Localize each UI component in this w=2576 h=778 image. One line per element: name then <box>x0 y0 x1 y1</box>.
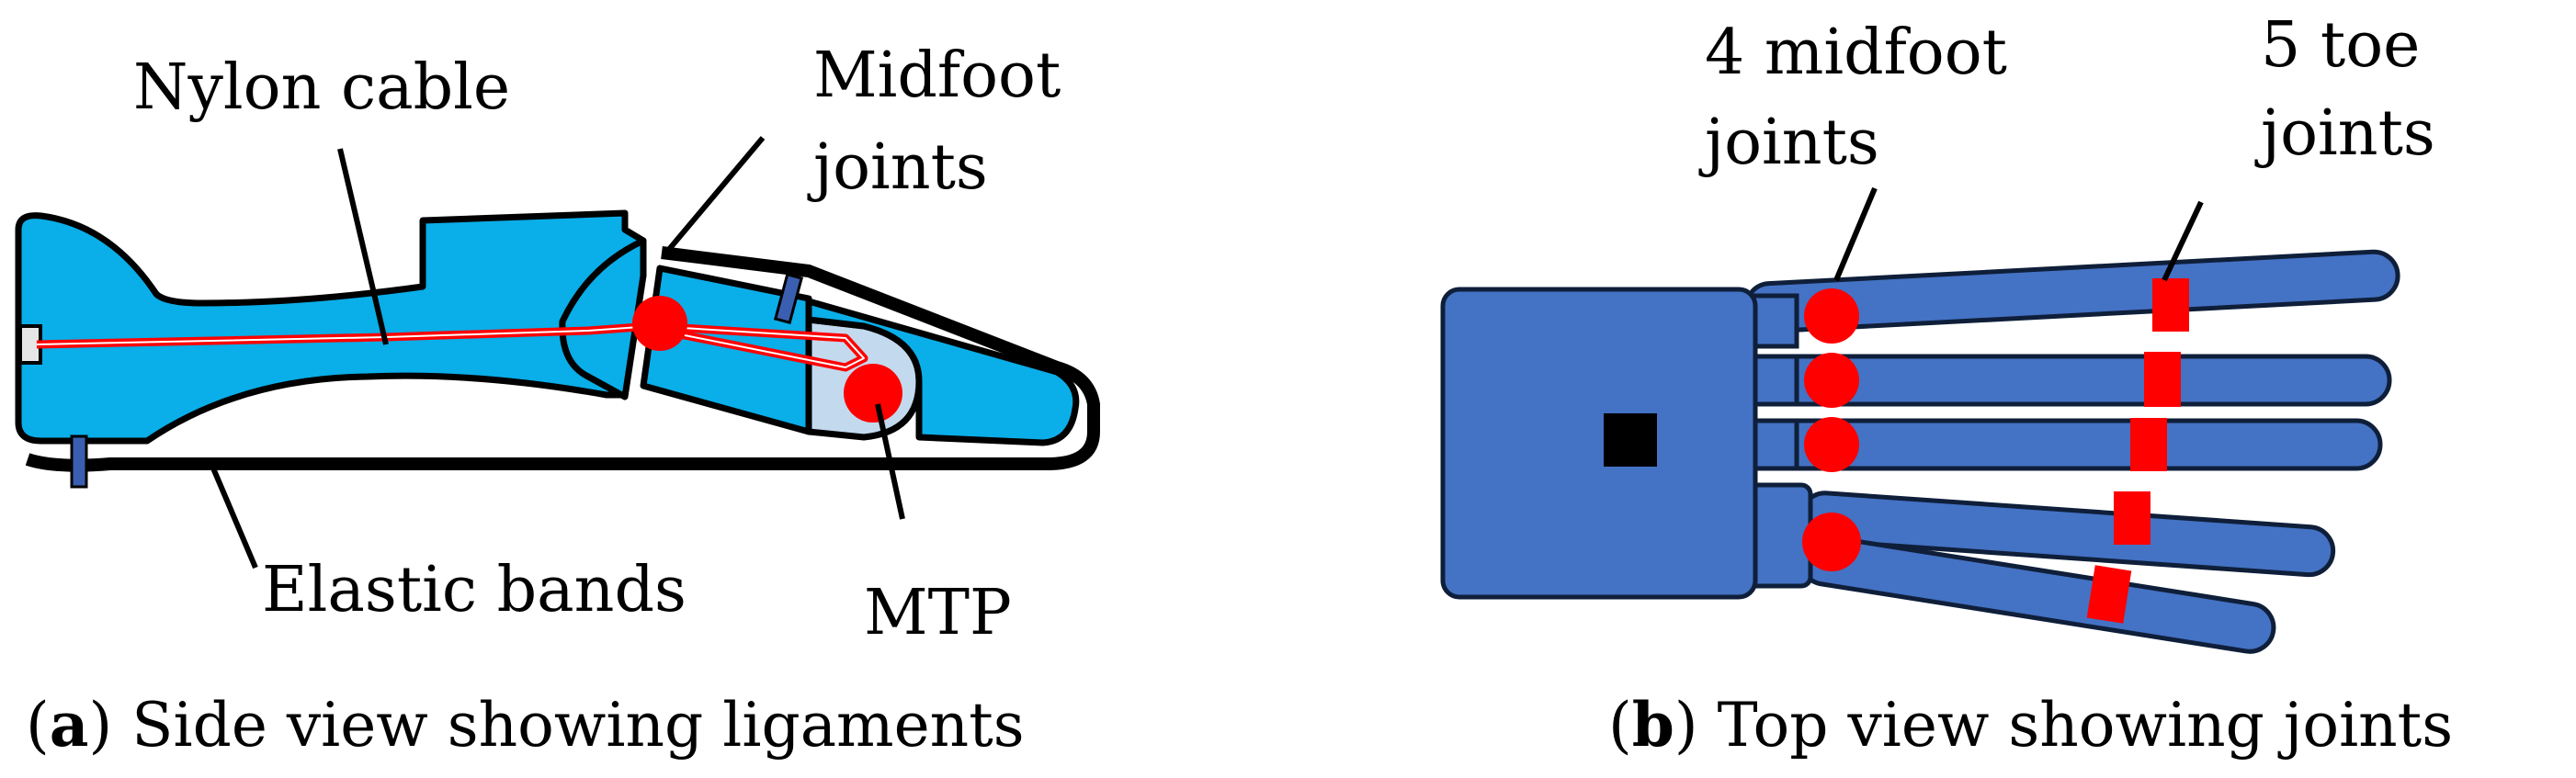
label-midfoot-joints-2: joints <box>807 131 988 204</box>
toe-joint-2 <box>2144 352 2181 407</box>
label-4-midfoot-1: 4 midfoot <box>1705 17 2007 89</box>
label-5-toe-2: joints <box>2254 97 2435 170</box>
label-mtp: MTP <box>864 577 1012 649</box>
leader-midfoot <box>664 136 766 254</box>
midfoot-body <box>559 237 647 400</box>
panel-a-side-view: Nylon cable Midfoot joints Elastic bands… <box>15 39 1100 761</box>
heel-body <box>15 209 647 445</box>
label-nylon-cable: Nylon cable <box>133 51 510 124</box>
toe-joint-1 <box>2152 278 2189 332</box>
band-clip-left <box>70 434 88 489</box>
mtp-joint-dot <box>844 364 902 423</box>
leader-mtp <box>875 403 905 520</box>
caption-b: (b) Top view showing joints <box>1608 689 2453 761</box>
midfoot-joint-3 <box>1804 417 1859 472</box>
label-5-toe-1: 5 toe <box>2261 9 2420 82</box>
midfoot-joint-1 <box>1804 288 1859 344</box>
leader-elastic <box>209 462 258 569</box>
band-clip-top <box>773 272 804 325</box>
label-4-midfoot-2: joints <box>1698 107 1879 179</box>
heel-block <box>1440 287 1758 600</box>
toe-joint-3 <box>2130 418 2167 471</box>
caption-a: (a) Side view showing ligaments <box>26 689 1025 761</box>
elastic-band-loop <box>25 246 1100 472</box>
midfoot-joint-4 <box>1802 513 1861 571</box>
leader-4-midfoot <box>1833 186 1878 282</box>
panel-b-top-view: 4 midfoot joints 5 toe joints (b) Top vi… <box>1440 9 2453 761</box>
midfoot-joint-dot <box>632 296 687 351</box>
nylon-cable-inner <box>36 325 865 368</box>
label-elastic-bands: Elastic bands <box>262 554 687 626</box>
toe-joint-5 <box>2086 565 2132 624</box>
leader-5-toe <box>2162 200 2204 282</box>
heel-marker <box>1604 413 1657 467</box>
toe-body <box>805 298 1080 446</box>
leader-nylon-cable <box>337 148 389 345</box>
midfoot-joint-2 <box>1804 353 1859 408</box>
label-midfoot-joints-1: Midfoot <box>813 39 1061 112</box>
toe-joint-4 <box>2114 491 2150 545</box>
